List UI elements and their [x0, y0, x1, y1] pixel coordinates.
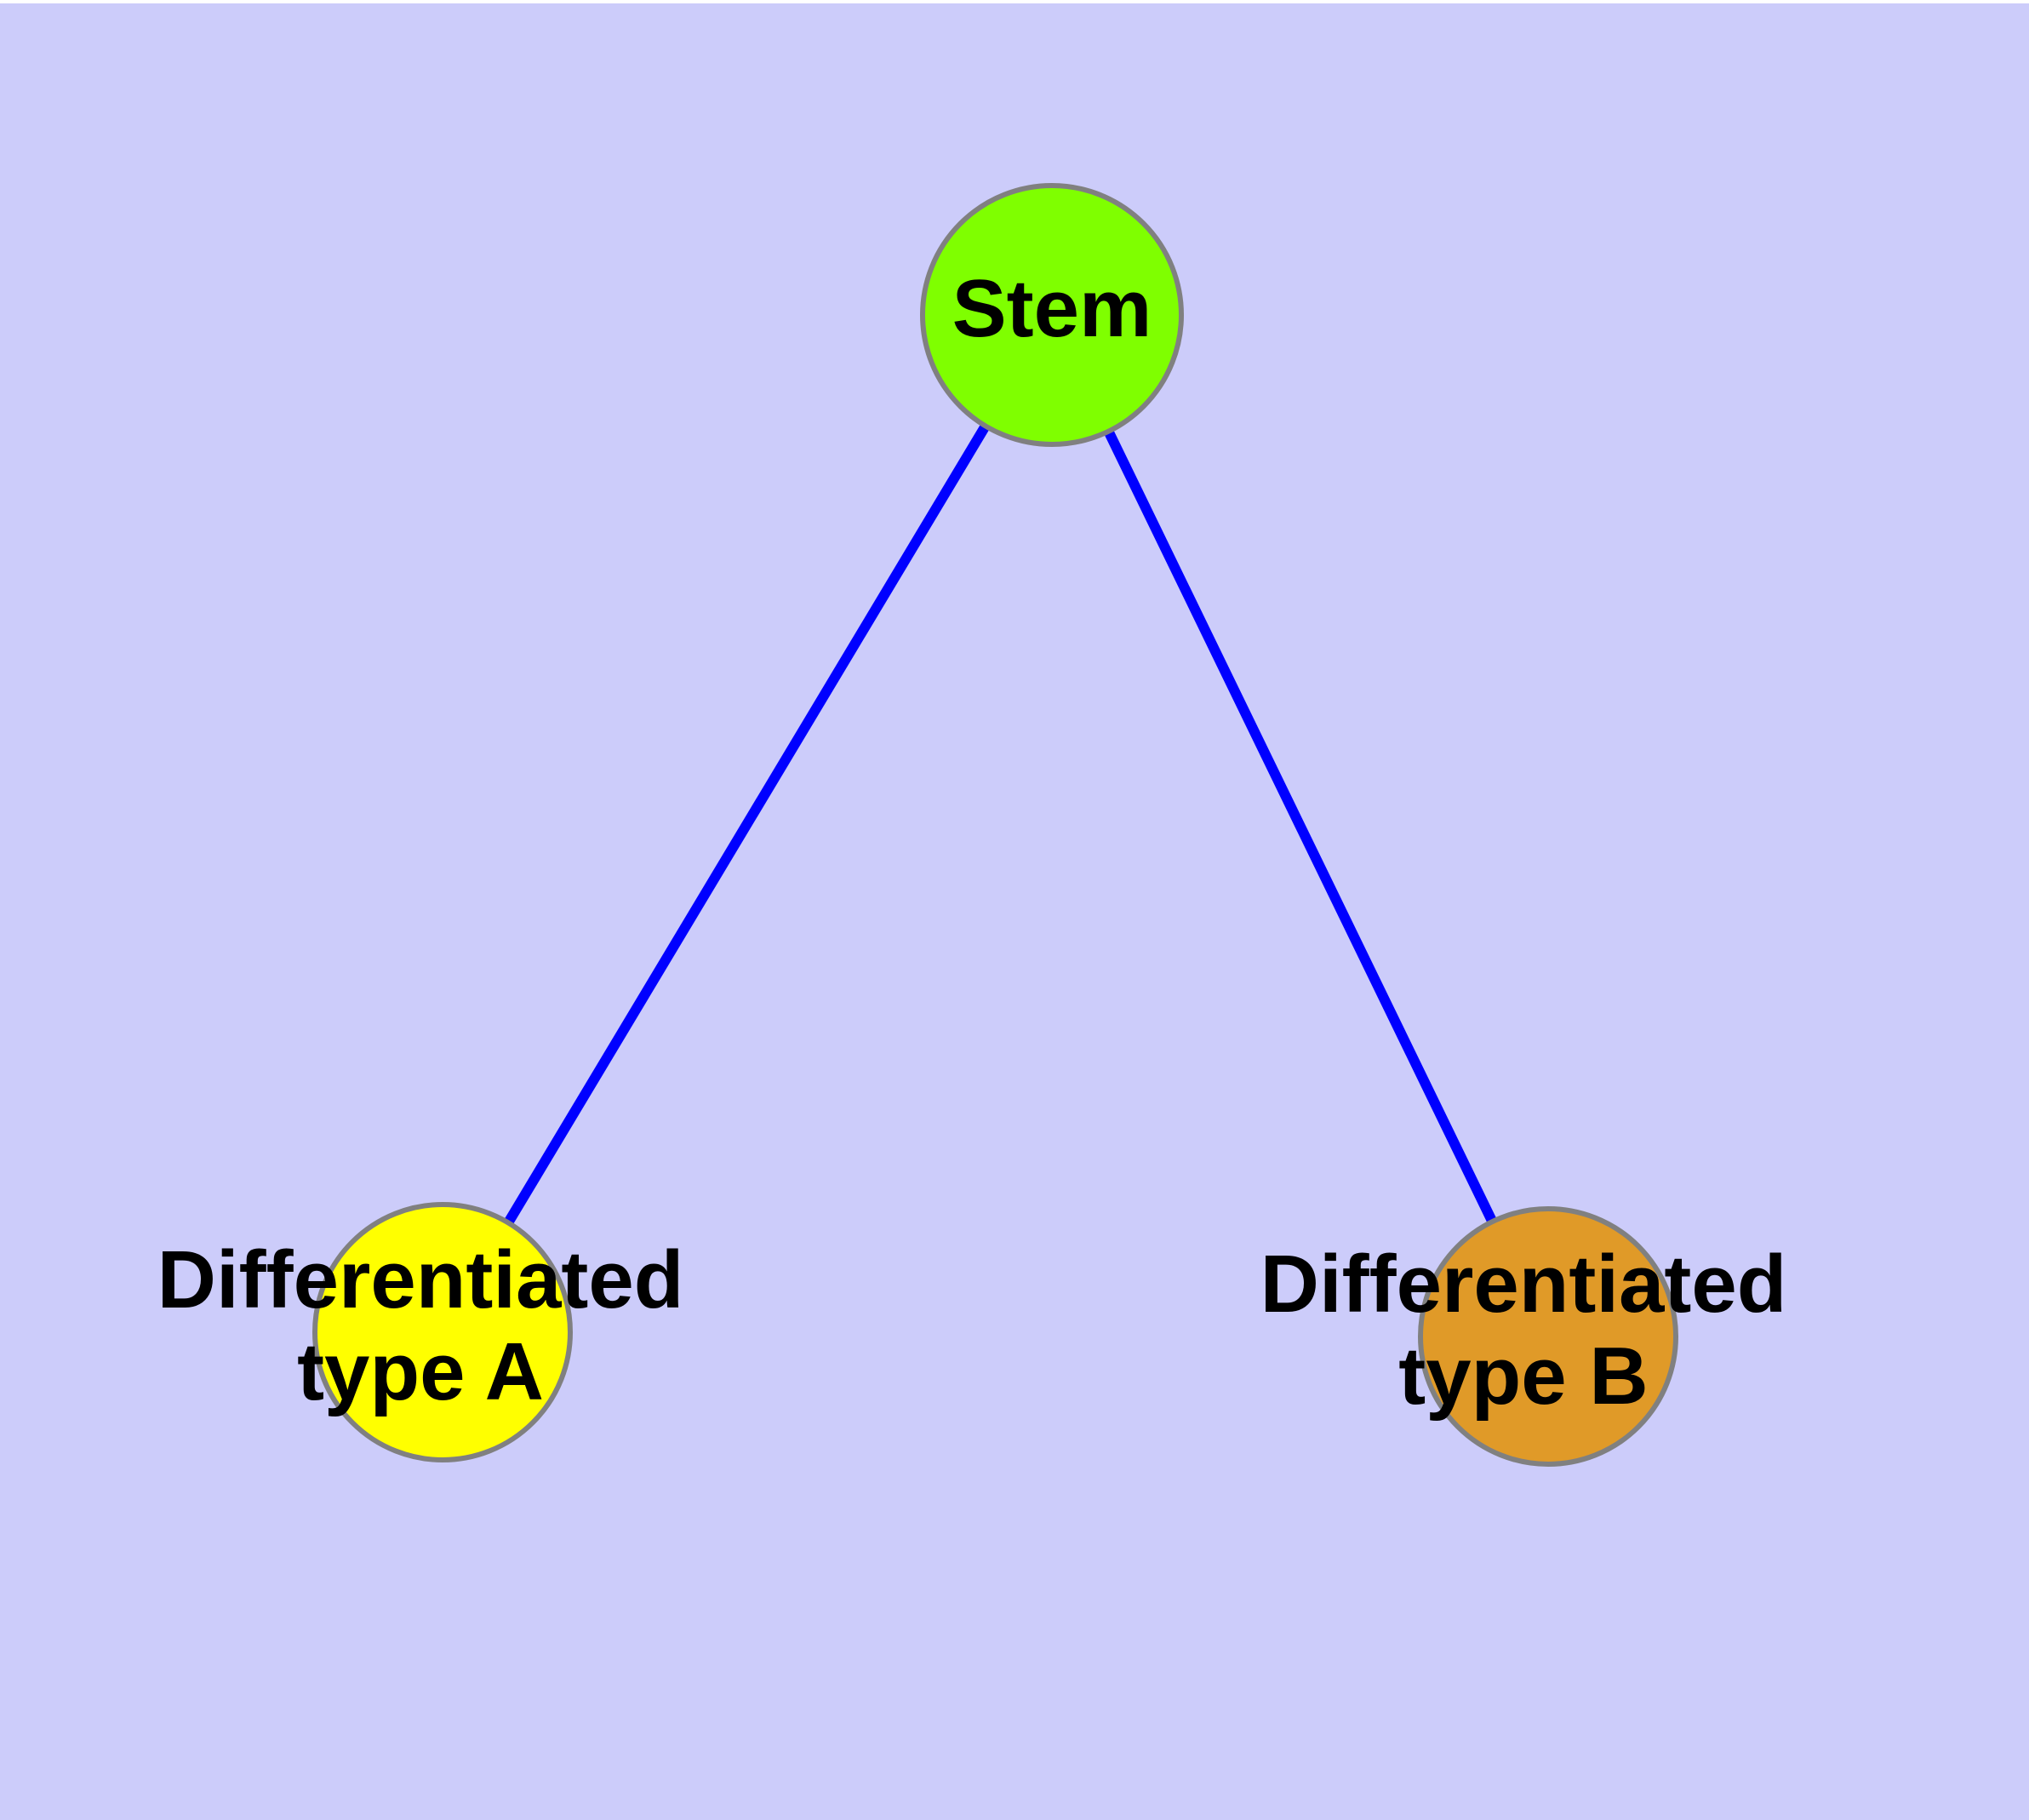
node-stem-label: Stem — [952, 263, 1152, 354]
edges-layer — [503, 312, 1497, 1226]
node-stem-label-line-0: Stem — [952, 263, 1152, 354]
node-diff_a-label-line-1: type A — [297, 1327, 544, 1418]
node-diff_a-label-line-0: Differentiated — [157, 1234, 684, 1325]
node-diff_a-circle[interactable] — [312, 1202, 573, 1462]
edge-stem-to-diff_a — [503, 312, 1057, 1226]
node-stem-circle[interactable] — [920, 183, 1184, 447]
node-diff_b-label-line-1: type B — [1398, 1331, 1648, 1422]
nodes-layer — [312, 183, 1678, 1467]
node-diff_b-circle[interactable] — [1418, 1206, 1678, 1467]
edge-stem-to-diff_b — [1047, 312, 1497, 1224]
node-diff_b-label-line-0: Differentiated — [1260, 1239, 1787, 1330]
